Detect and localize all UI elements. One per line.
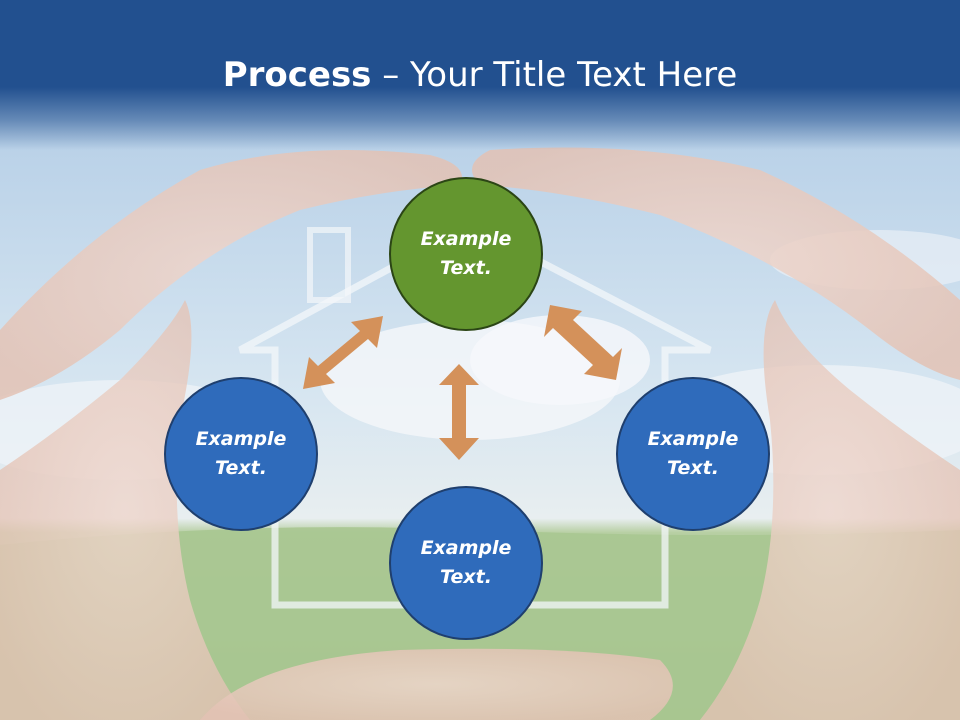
node-bottom-line2: Text. bbox=[440, 566, 492, 588]
node-left-line1: Example bbox=[195, 428, 287, 450]
node-right-line1: Example bbox=[647, 428, 739, 450]
arrow-vertical bbox=[439, 364, 479, 460]
title-bold: Process bbox=[222, 55, 372, 95]
node-bottom-line1: Example bbox=[420, 537, 512, 559]
node-top-line1: Example bbox=[420, 228, 512, 250]
node-right-line2: Text. bbox=[667, 457, 719, 479]
node-top-line2: Text. bbox=[440, 257, 492, 279]
title-bar: Process – Your Title Text Here bbox=[0, 0, 960, 150]
node-left-line2: Text. bbox=[215, 457, 267, 479]
arrow-top-left bbox=[303, 316, 383, 389]
arrow-top-right bbox=[544, 305, 622, 380]
slide-title: Process – Your Title Text Here bbox=[0, 48, 960, 102]
title-rest: – Your Title Text Here bbox=[371, 55, 738, 95]
